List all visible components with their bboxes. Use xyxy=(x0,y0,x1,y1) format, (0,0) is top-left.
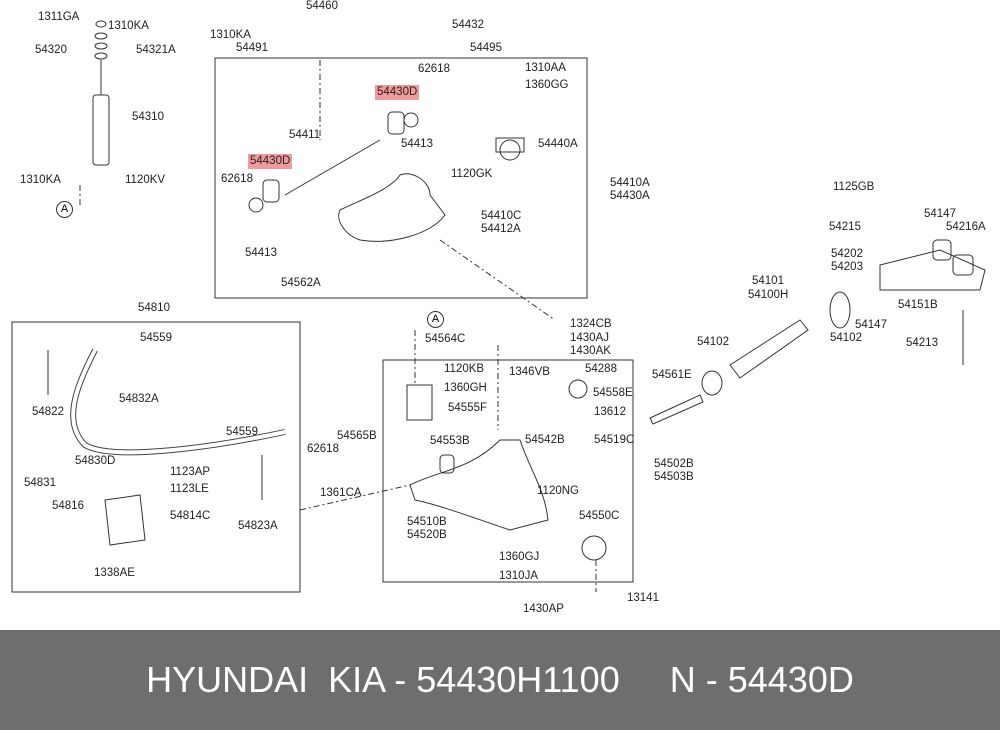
part-label: 54814C xyxy=(170,510,211,522)
part-label: 54100H xyxy=(748,289,789,301)
part-label: 1360GH xyxy=(444,382,487,394)
part-label: 54502B xyxy=(654,458,694,470)
part-label: 1120KV xyxy=(125,174,166,186)
part-label: 54310 xyxy=(132,111,164,123)
reference-marker-a: A xyxy=(56,201,73,218)
part-label: 54412A xyxy=(481,223,521,235)
diagram-drawing xyxy=(11,20,986,593)
lower-arm-box xyxy=(382,359,634,583)
part-label: 1430AJ xyxy=(570,332,610,344)
shock-absorber-icon xyxy=(92,94,110,166)
part-number-banner: HYUNDAI KIA - 54430H1100 N - 54430D xyxy=(0,630,1000,730)
part-label: 54215 xyxy=(829,221,861,233)
part-label: 54102 xyxy=(830,332,862,344)
upper-control-arm-icon xyxy=(338,173,446,242)
part-label: 54413 xyxy=(401,138,433,150)
part-label: 1120KB xyxy=(444,363,485,375)
part-label: 54550C xyxy=(579,510,620,522)
upper-arm-box xyxy=(214,57,588,299)
part-label: 1360GG xyxy=(525,79,569,91)
part-label: 1123LE xyxy=(170,483,209,495)
part-label: 1120NG xyxy=(537,485,579,497)
part-number: 54430H1100 xyxy=(416,659,620,700)
part-label: 54147 xyxy=(924,208,956,220)
part-label: 54460 xyxy=(306,0,338,12)
part-label: 54411 xyxy=(289,129,321,141)
part-label: 13612 xyxy=(594,406,626,418)
part-label: 54413 xyxy=(245,247,277,259)
part-label: 54510B xyxy=(407,516,447,528)
part-label: 1311GA xyxy=(38,11,80,23)
part-label: 1310JA xyxy=(499,570,539,582)
part-label: 62618 xyxy=(221,173,253,185)
part-label: 54520B xyxy=(407,529,447,541)
part-label: 54440A xyxy=(538,138,578,150)
part-label: 54216A xyxy=(946,221,986,233)
part-label: 62618 xyxy=(307,443,339,455)
part-label: 54519C xyxy=(594,434,635,446)
part-label: 54491 xyxy=(236,42,268,54)
brand-label: HYUNDAI KIA - xyxy=(146,659,417,700)
drive-shaft-icon xyxy=(729,319,809,379)
part-label: 1361CA xyxy=(320,487,362,499)
part-label: 54102 xyxy=(697,336,729,348)
part-label: 54831 xyxy=(24,477,56,489)
part-label: 54555F xyxy=(448,402,488,414)
part-label: 54559 xyxy=(140,332,172,344)
part-label: 54430A xyxy=(610,190,650,202)
part-label: 54558E xyxy=(593,387,633,399)
part-label: 1120GK xyxy=(451,168,493,180)
part-label: 54559 xyxy=(226,426,258,438)
highlighted-part-label: 54430D xyxy=(375,85,420,100)
part-label: 1430AK xyxy=(570,345,611,357)
part-label: 54147 xyxy=(855,319,887,331)
part-label: 54822 xyxy=(32,406,64,418)
part-label: 54562A xyxy=(281,277,321,289)
part-label: 1310KA xyxy=(20,174,61,186)
part-label: 54564C xyxy=(425,333,466,345)
part-label: 54503B xyxy=(654,471,694,483)
separator xyxy=(620,659,670,701)
part-label: 54495 xyxy=(470,42,502,54)
part-label: 1430AP xyxy=(523,603,564,615)
part-label: 54321A xyxy=(136,44,176,56)
part-label: 54203 xyxy=(831,261,863,273)
part-label: 54213 xyxy=(906,337,938,349)
lower-control-arm-icon xyxy=(409,439,549,531)
part-label: 54832A xyxy=(119,393,159,405)
part-label: 54202 xyxy=(831,248,863,260)
part-label: 1123AP xyxy=(170,466,211,478)
part-label: 54816 xyxy=(52,500,84,512)
part-label: 54320 xyxy=(35,44,67,56)
part-label: 54553B xyxy=(430,435,470,447)
part-label: 1360GJ xyxy=(499,551,540,563)
parts-diagram: 1311GA 1310KA 54320 54321A 54310 1310KA … xyxy=(11,0,986,615)
part-label: 1324CB xyxy=(570,318,612,330)
part-label: 54810 xyxy=(138,302,170,314)
part-label: 54288 xyxy=(585,363,617,375)
part-label: 54542B xyxy=(525,434,565,446)
part-label: 1346VB xyxy=(509,366,550,378)
part-label: 1310KA xyxy=(210,29,251,41)
diagram-reference: N - 54430D xyxy=(669,659,854,700)
part-label: 54565B xyxy=(337,430,377,442)
part-label: 1310KA xyxy=(108,20,149,32)
stabilizer-box xyxy=(11,321,301,593)
part-label: 54101 xyxy=(752,275,784,287)
part-label: 54410C xyxy=(481,210,522,222)
highlighted-part-label: 54430D xyxy=(248,154,293,169)
part-label: 54823A xyxy=(238,520,278,532)
part-label: 62618 xyxy=(418,63,450,75)
part-label: 13141 xyxy=(627,592,659,604)
part-label: 54561E xyxy=(652,369,692,381)
part-label: 54432 xyxy=(452,19,484,31)
part-label: 1125GB xyxy=(833,181,875,193)
part-label: 1338AE xyxy=(94,567,135,579)
part-label: 54151B xyxy=(898,299,938,311)
part-label: 1310AA xyxy=(525,62,566,74)
part-label: 54410A xyxy=(610,177,650,189)
reference-marker-a: A xyxy=(427,311,444,328)
part-label: 54830D xyxy=(75,455,116,467)
